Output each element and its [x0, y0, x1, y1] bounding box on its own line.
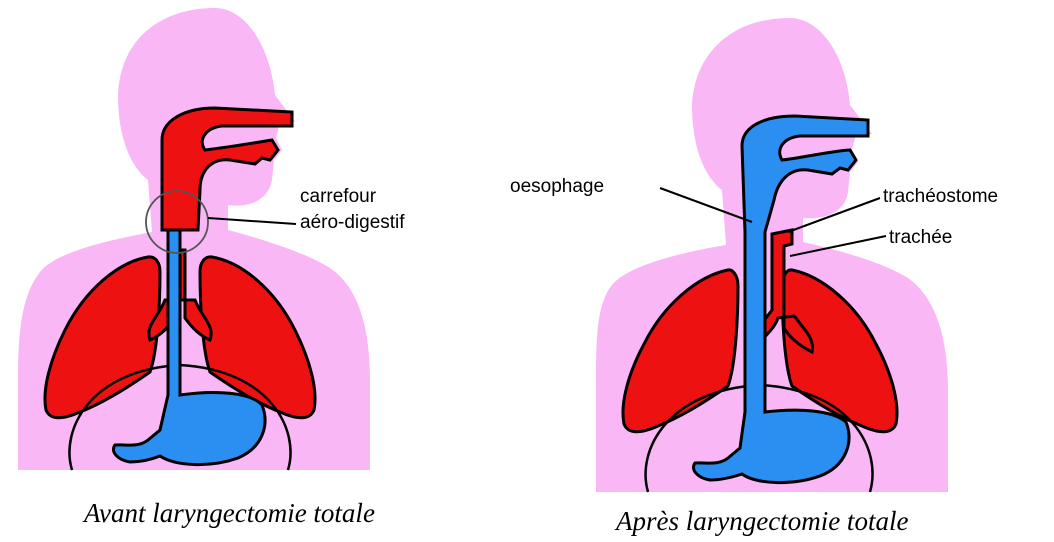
after-figure: oesophage trachéostome trachée: [510, 18, 998, 492]
label-tracheostoma: trachéostome: [883, 186, 998, 207]
label-trachea: trachée: [889, 227, 952, 248]
label-oesophagus: oesophage: [510, 176, 604, 197]
before-figure: carrefour aéro-digestif: [18, 8, 405, 470]
label-crossroad-line1: carrefour: [300, 186, 377, 207]
caption-after: Après laryngectomie totale: [616, 506, 908, 537]
caption-before: Avant laryngectomie totale: [84, 498, 375, 529]
label-crossroad-line2: aéro-digestif: [300, 212, 405, 233]
